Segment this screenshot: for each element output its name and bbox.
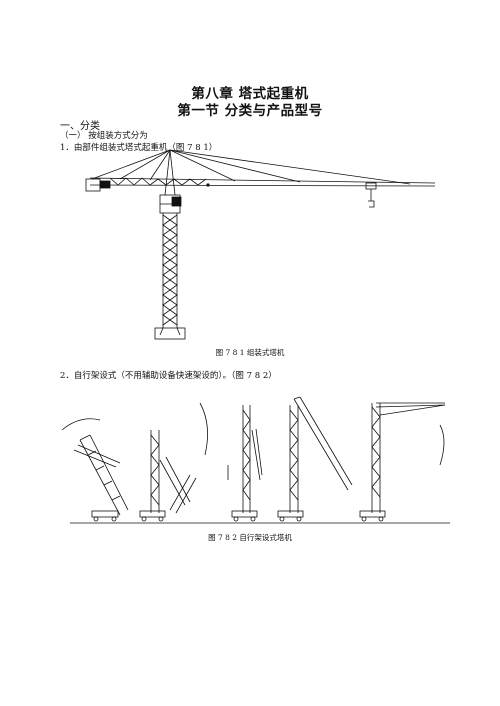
list-item-2: 2．自行架设式（不用辅助设备快速架设的）。（图 7 8 2） (60, 371, 277, 381)
figure-tower-crane (85, 149, 436, 340)
figure-2-caption: 图 7 8 2 自行架设式塔机 (208, 533, 292, 542)
figure-1-caption: 图 7 8 1 组装式塔机 (215, 348, 285, 357)
section-title: 第一节 分类与产品型号 (177, 103, 323, 119)
subheading-assembly-method: （一） 按组装方式分为 (60, 131, 148, 141)
figure-self-erecting-sequence (61, 396, 450, 524)
chapter-title: 第八章 塔式起重机 (191, 86, 309, 102)
list-item-1: 1．由部件组装式塔式起重机（图 7 8 1） (60, 143, 218, 153)
heading-classification: 一、分类 (60, 121, 100, 132)
